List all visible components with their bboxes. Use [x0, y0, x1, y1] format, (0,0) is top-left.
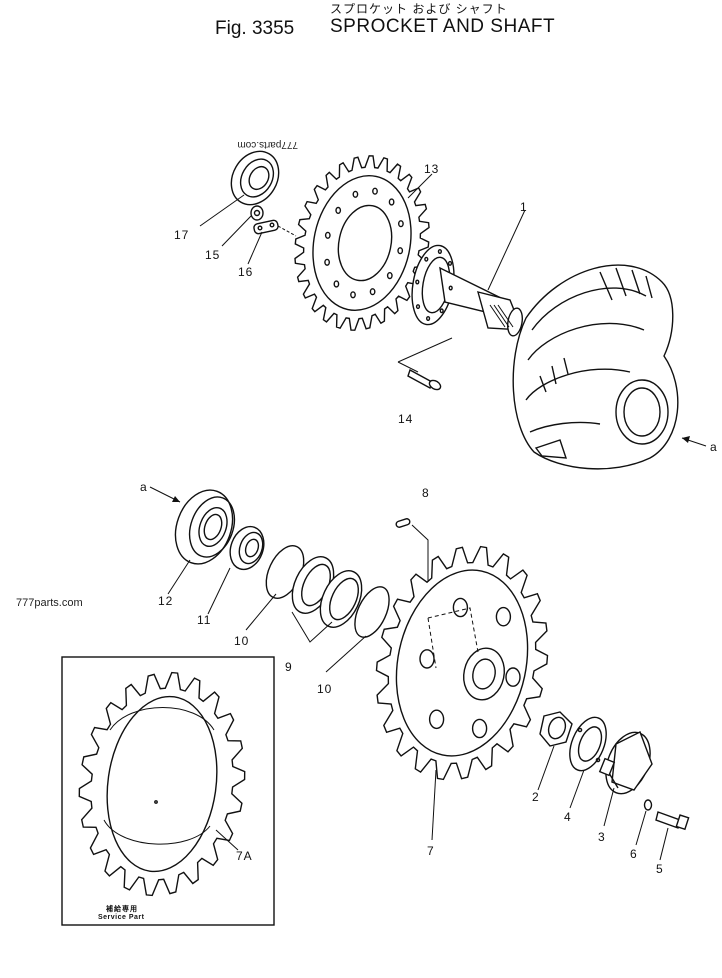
shaft-flange-hole — [426, 316, 431, 322]
callout-7a: 7A — [236, 849, 253, 863]
callout-17: 17 — [174, 228, 190, 242]
sprocket-7-lightening-hole — [452, 597, 469, 618]
part-5-bolt — [655, 811, 690, 831]
gear-13-bolt-hole — [324, 258, 330, 266]
callout-12: 12 — [158, 594, 174, 608]
gear-13-bolt-hole — [324, 231, 331, 239]
shaft-flange-hole — [448, 285, 453, 291]
callout-8: 8 — [422, 486, 430, 500]
service-part-japanese-label: 補給専用 — [106, 906, 138, 913]
callout-5: 5 — [656, 862, 664, 876]
part-11-bearing-cone — [229, 525, 265, 571]
service-part-box — [61, 656, 275, 926]
shaft-flange-hole — [424, 256, 429, 262]
callout-6: 6 — [630, 847, 638, 861]
part-9-floating-seal-right — [319, 570, 363, 628]
figure-number: Fig. 3355 — [215, 18, 295, 39]
gear-13-bolt-hole — [388, 198, 395, 206]
gear-13-bolt-hole — [333, 280, 340, 288]
reference-arrow-a-upper — [681, 436, 707, 447]
part-3-cover — [598, 731, 653, 795]
part-13-gear — [294, 155, 430, 331]
part-15-nut — [250, 205, 264, 221]
shaft-flange-hole — [415, 304, 421, 310]
shaft-flange-hole — [437, 248, 442, 254]
sprocket-7-lightening-hole — [495, 606, 512, 627]
sprocket-7a-teeth — [78, 671, 246, 897]
watermark-left: 777parts.com — [16, 597, 83, 609]
callout-10-right: 10 — [317, 682, 333, 696]
callout-10-left: 10 — [234, 634, 250, 648]
callout-1: 1 — [520, 200, 528, 214]
gear-13-bolt-hole — [335, 206, 342, 215]
callout-16: 16 — [238, 265, 254, 279]
gear-13-bolt-hole — [352, 190, 359, 198]
sprocket-7-lightening-hole — [471, 718, 488, 739]
callout-9: 9 — [285, 660, 293, 674]
callout-2: 2 — [532, 790, 540, 804]
part-17-bearing — [230, 150, 280, 206]
callout-15: 15 — [205, 248, 221, 262]
shaft-flange-hole — [447, 260, 453, 266]
gear-13-bolt-hole — [397, 247, 404, 255]
sprocket-7-lightening-hole — [428, 709, 445, 730]
sprocket-7-lightening-hole — [419, 649, 435, 669]
part-1-shaft — [411, 244, 524, 337]
service-part-label: Service Part — [98, 914, 145, 921]
japanese-title: スプロケット および シャフト — [330, 2, 508, 16]
gear-13-bolt-hole — [386, 272, 393, 280]
gear-13-bolt-hole — [350, 291, 356, 299]
diagram-title: SPROCKET AND SHAFT — [330, 16, 556, 37]
callout-7: 7 — [427, 844, 435, 858]
final-drive-housing — [512, 264, 679, 470]
callout-11: 11 — [197, 613, 212, 627]
callout-a-upper: a — [710, 440, 718, 454]
callout-a-lower: a — [140, 480, 148, 494]
callout-4: 4 — [564, 810, 572, 824]
part-16-lock-plate — [253, 219, 297, 237]
part-7-sprocket — [375, 545, 549, 781]
gear-13-bolt-hole — [372, 187, 378, 195]
sprocket-7-lightening-hole — [505, 667, 521, 687]
callout-13: 13 — [424, 162, 440, 176]
callout-3: 3 — [598, 830, 606, 844]
part-12-bearing — [174, 489, 236, 565]
gear-13-bolt-hole — [397, 220, 404, 228]
part-10-o-ring-right — [354, 586, 390, 638]
gear-13-teeth — [294, 155, 430, 331]
shaft-flange-hole — [439, 308, 444, 314]
sprocket-7-teeth — [375, 545, 549, 781]
gear-13-bolt-hole — [369, 288, 376, 296]
shaft-flange-hole — [415, 279, 420, 285]
part-4-washer — [569, 716, 607, 772]
part-14-bolt — [397, 337, 453, 391]
reference-arrow-a-lower — [149, 486, 181, 503]
callout-14: 14 — [398, 412, 414, 426]
part-2-nut — [539, 711, 573, 747]
part-6-spring-washer — [643, 799, 653, 811]
